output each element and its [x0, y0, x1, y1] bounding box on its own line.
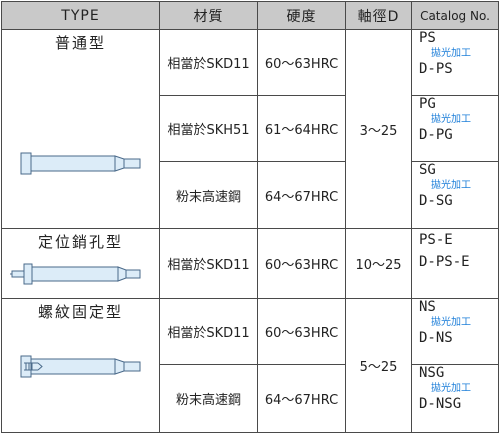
- catalog-cell: PG 拋光加工 D-PG: [411, 95, 499, 162]
- catalog-code: NSG: [419, 365, 445, 382]
- diameter-cell: 3～25: [345, 29, 412, 229]
- catalog-cell: SG 拋光加工 D-SG: [411, 161, 499, 229]
- standard-pin-icon: [20, 152, 141, 175]
- table-row: 普通型 相當於SKD11 60～63HRC 3～25 PS 拋光加工 D-PS: [1, 29, 499, 229]
- catalog-code-polished: D-NSG: [419, 396, 462, 412]
- catalog-code: PS-E: [419, 232, 453, 248]
- header-material: 材質: [159, 1, 258, 30]
- polish-label: 拋光加工: [431, 114, 471, 125]
- threaded-pin-icon: [20, 355, 141, 378]
- polish-label: 拋光加工: [431, 48, 471, 59]
- header-hardness: 硬度: [257, 1, 346, 30]
- catalog-code: PS: [419, 30, 436, 47]
- type-cell-threaded: 螺紋固定型: [1, 298, 160, 433]
- catalog-code: PG: [419, 96, 436, 113]
- table-row: 定位銷孔型 相當於SKD11 60～63HRC 10～25 PS-E D-PS-…: [1, 228, 499, 299]
- catalog-cell: NS 拋光加工 D-NS: [411, 298, 499, 365]
- hardness-cell: 64～67HRC: [257, 161, 346, 229]
- catalog-code: NS: [419, 299, 436, 316]
- type-name-threaded: 螺紋固定型: [37, 303, 123, 321]
- type-name-locating: 定位銷孔型: [37, 233, 123, 251]
- catalog-code-polished: D-PG: [419, 127, 453, 143]
- header-row: TYPE 材質 硬度 軸徑D Catalog No.: [1, 1, 499, 30]
- catalog-code: SG: [419, 162, 436, 179]
- hardness-cell: 60～63HRC: [257, 298, 346, 365]
- header-diameter: 軸徑D: [345, 1, 412, 30]
- header-catalog: Catalog No.: [411, 1, 499, 30]
- material-cell: 粉末高速鋼: [159, 364, 258, 433]
- catalog-code-polished: D-PS: [419, 61, 453, 77]
- material-cell: 相當於SKD11: [159, 228, 258, 299]
- material-cell: 粉末高速鋼: [159, 161, 258, 229]
- table-row: 相當於SKH51 61～64HRC PG 拋光加工 D-PG: [2, 95, 499, 162]
- catalog-code-polished: D-PS-E: [419, 254, 470, 270]
- type-cell-locating: 定位銷孔型: [1, 228, 160, 299]
- type-cell-standard: 普通型: [1, 29, 160, 229]
- hardness-cell: 60～63HRC: [257, 228, 346, 299]
- catalog-cell: NSG 拋光加工 D-NSG: [411, 364, 499, 433]
- header-type: TYPE: [1, 1, 160, 30]
- diameter-cell: 5～25: [345, 298, 412, 433]
- hardness-cell: 60～63HRC: [257, 29, 346, 96]
- hardness-cell: 61～64HRC: [257, 95, 346, 162]
- polish-label: 拋光加工: [431, 180, 471, 191]
- spec-table: TYPE 材質 硬度 軸徑D Catalog No. 普通型 相當於SKD11 …: [1, 1, 499, 433]
- polish-label: 拋光加工: [431, 317, 471, 328]
- catalog-code-polished: D-SG: [419, 193, 453, 209]
- type-name-standard: 普通型: [54, 34, 106, 52]
- table-row: 粉末高速鋼 64～67HRC NSG 拋光加工 D-NSG: [2, 364, 499, 433]
- locating-pin-icon: [10, 263, 141, 285]
- table-row: 粉末高速鋼 64～67HRC SG 拋光加工 D-SG: [2, 161, 499, 229]
- polish-label: 拋光加工: [431, 383, 471, 394]
- table-row: 螺紋固定型 相當於SKD11 60～63HRC 5～25 NS: [1, 298, 499, 433]
- diameter-cell: 10～25: [345, 228, 412, 299]
- catalog-code-polished: D-NS: [419, 330, 453, 346]
- catalog-cell: PS 拋光加工 D-PS: [411, 29, 499, 96]
- material-cell: 相當於SKH51: [159, 95, 258, 162]
- hardness-cell: 64～67HRC: [257, 364, 346, 433]
- material-cell: 相當於SKD11: [159, 298, 258, 365]
- material-cell: 相當於SKD11: [159, 29, 258, 96]
- catalog-cell: PS-E D-PS-E: [411, 228, 499, 299]
